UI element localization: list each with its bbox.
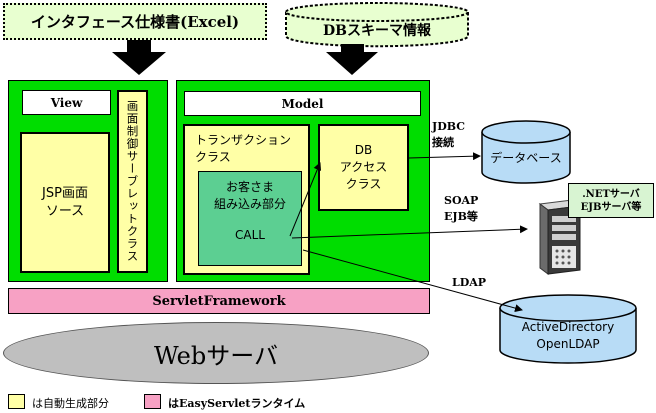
legend-auto-generated: は自動生成部分 <box>32 395 109 411</box>
soap-line2: EJB等 <box>444 209 478 223</box>
servlet-vertical-label: 画面制御サーブレットクラス <box>125 100 140 263</box>
net-server-line2: EJBサーバ等 <box>580 201 642 213</box>
servlet-framework-bar: ServletFramework <box>8 288 430 314</box>
schema-down-arrow <box>326 44 378 75</box>
web-server-ellipse: Webサーバ <box>3 322 429 384</box>
db-schema-cylinder <box>285 2 469 48</box>
model-header: Model <box>184 91 421 116</box>
arrows-layer-top <box>112 40 378 75</box>
soap-arrow <box>291 225 528 239</box>
jsp-label-line2: ソース <box>45 203 85 219</box>
ldap-arrow <box>302 249 523 313</box>
transaction-label-line2: クラス <box>195 150 231 165</box>
view-label: View <box>50 95 83 110</box>
net-server-box: .NETサーバ EJBサーバ等 <box>568 183 654 218</box>
ldap-line: LDAP <box>452 276 487 289</box>
ad-cylinder <box>499 294 637 364</box>
web-server-label: Webサーバ <box>153 341 279 370</box>
ad-line1: ActiveDirectory <box>521 319 615 334</box>
interface-spec-box: インタフェース仕様書(Excel) <box>3 3 267 40</box>
database-cylinder <box>481 120 571 184</box>
soap-label: SOAP EJB等 <box>444 193 478 225</box>
db-access-line3: クラス <box>345 176 382 191</box>
call-to-dbaccess-arrow <box>289 162 322 237</box>
jdbc-line1: JDBC <box>432 120 465 133</box>
soap-line1: SOAP <box>444 194 479 207</box>
legend-auto-generated-label: は自動生成部分 <box>32 397 109 410</box>
database-label-wrap: データベース <box>480 142 572 172</box>
ad-line2: OpenLDAP <box>536 337 600 351</box>
custom-label-line2: 組み込み部分 <box>213 196 286 211</box>
ad-label-wrap: ActiveDirectory OpenLDAP <box>498 316 638 356</box>
jdbc-label: JDBC 接続 <box>432 119 465 151</box>
database-label: データベース <box>490 150 562 165</box>
servlet-framework-label: ServletFramework <box>152 293 286 309</box>
db-access-line2: アクセス <box>339 160 388 175</box>
legend-runtime-label: はEasyServletランタイム <box>168 397 306 410</box>
server-icon <box>538 199 582 275</box>
net-server-line1: .NETサーバ <box>582 188 640 200</box>
interface-spec-label: インタフェース仕様書(Excel) <box>30 13 240 31</box>
screen-control-servlet-box: 画面制御サーブレットクラス <box>117 90 148 273</box>
jdbc-line2: 接続 <box>432 135 454 149</box>
jsp-label-line1: JSP画面 <box>42 185 88 201</box>
jsp-source-box: JSP画面 ソース <box>20 132 110 273</box>
transaction-label-line1: トランザクション <box>195 133 292 147</box>
db-access-line1: DB <box>354 143 373 158</box>
db-schema-label-wrap: DBスキーマ情報 <box>282 16 472 44</box>
ldap-label: LDAP <box>452 276 486 289</box>
model-label: Model <box>281 96 324 111</box>
jdbc-arrow <box>408 152 481 161</box>
custom-label-line1: お客さま <box>225 180 274 194</box>
legend-yellow-swatch <box>8 394 25 409</box>
call-label: CALL <box>235 227 265 242</box>
view-header: View <box>22 90 111 115</box>
legend-runtime: はEasyServletランタイム <box>168 395 305 411</box>
custom-embedded-box: お客さま 組み込み部分 CALL <box>198 171 302 266</box>
legend-pink-swatch <box>144 394 161 409</box>
db-schema-label: DBスキーマ情報 <box>323 23 431 39</box>
spec-down-arrow <box>112 40 166 75</box>
